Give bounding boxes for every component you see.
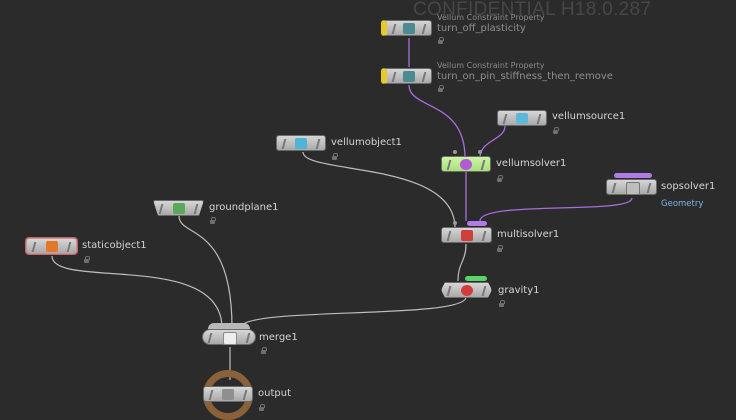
lock-icon [84,256,90,263]
node-name-label: vellumsource1 [552,111,626,122]
vellum-source-icon [516,113,528,124]
node-name-label: sopsolver1 [661,181,716,192]
vellum-object-icon [295,138,307,149]
watermark: CONFIDENTIAL H18.0.287 [413,0,652,20]
wire-vellumsource-to-vellumsolver [479,125,506,159]
node-name-label: staticobject1 [82,240,147,251]
node-name-label: vellumobject1 [331,137,402,148]
merge-icon [223,332,237,345]
node-name-label: turn_on_pin_stiffness_then_remove [437,71,613,82]
multisolver-icon [460,230,473,241]
gravity-icon [460,285,473,296]
vellum-constraint-icon [403,71,415,82]
sop-solver-icon [625,182,640,195]
lock-icon [438,37,444,44]
lock-icon [261,347,267,354]
flag-badge [614,173,652,178]
node-body[interactable] [153,200,204,216]
node-type-label: Vellum Constraint Property [437,61,545,70]
output-label: Geometry [661,199,704,209]
output-icon [222,389,234,400]
node-name-label: multisolver1 [497,229,560,240]
node-body[interactable] [381,68,432,84]
lock-icon [259,404,265,411]
lock-icon [499,300,505,307]
wire-pin-to-vellumsolver [408,84,466,159]
input-port[interactable] [453,221,457,225]
merge-input-bar[interactable] [208,323,250,329]
node-body[interactable] [381,20,432,36]
node-body[interactable] [26,238,77,254]
flag-badge [465,276,487,281]
node-body[interactable] [441,156,491,172]
flag-badge [467,221,487,226]
wire-gravity-to-merge [239,296,467,329]
lock-icon [438,85,444,92]
wire-sopsolver-to-multisolver [479,197,633,222]
input-port[interactable] [453,150,457,154]
node-body[interactable] [276,135,326,151]
wire-multisolver-to-gravity [457,243,467,282]
node-body[interactable] [441,227,492,243]
lock-icon [553,127,559,134]
node-body[interactable] [203,386,253,402]
node-body[interactable] [441,282,492,298]
input-port[interactable] [478,150,482,154]
lock-icon [497,245,503,252]
node-type-label: Vellum Constraint Property [437,13,545,22]
lock-icon [497,175,503,182]
wire-staticobject-to-merge [51,255,223,329]
node-body[interactable] [606,179,657,195]
node-name-label: output [258,388,291,399]
node-name-label: turn_off_plasticity [437,23,526,34]
node-body[interactable] [497,110,547,126]
ground-plane-icon [172,203,185,214]
static-object-icon [45,241,58,252]
node-name-label: vellumsolver1 [496,158,567,169]
vellum-solver-icon [460,159,472,170]
vellum-constraint-icon [403,23,415,34]
node-name-label: gravity1 [498,285,540,296]
lock-icon [332,153,338,160]
node-name-label: groundplane1 [209,202,279,213]
node-body[interactable] [202,329,256,345]
wire-groundplane-to-merge [178,215,233,329]
node-name-label: merge1 [259,332,298,343]
wire-vellumobject-to-multisolver [302,151,456,229]
lock-icon [210,217,216,224]
